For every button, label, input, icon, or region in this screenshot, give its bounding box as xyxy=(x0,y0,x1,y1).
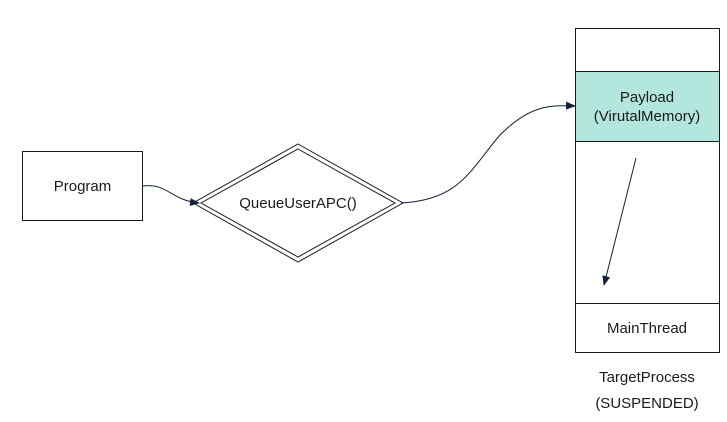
program-node[interactable]: Program xyxy=(22,151,143,221)
target-process-stack[interactable]: Payload (VirutalMemory) MainThread xyxy=(575,28,720,353)
target-process-empty-cell xyxy=(575,141,720,304)
payload-to-thread-arrow xyxy=(602,157,637,286)
queue-user-apc-node[interactable]: QueueUserAPC() xyxy=(191,143,405,263)
queue-user-apc-to-payload-arrow xyxy=(400,101,576,204)
program-to-queue-user-apc-arrow xyxy=(142,185,200,207)
payload-cell[interactable] xyxy=(575,71,720,142)
target-process-caption-line2: (SUSPENDED) xyxy=(595,395,698,412)
target-process-top-cell xyxy=(575,28,720,72)
program-box xyxy=(22,151,143,221)
queue-user-apc-label: QueueUserAPC() xyxy=(239,195,357,212)
main-thread-cell[interactable] xyxy=(575,303,720,353)
queue-user-apc-inner-diamond xyxy=(199,148,397,258)
target-process-caption-line1: TargetProcess xyxy=(599,369,695,386)
program-label: Program xyxy=(54,178,112,195)
payload-label-line1: Payload xyxy=(620,89,674,106)
main-thread-label: MainThread xyxy=(607,320,687,337)
payload-label-line2: (VirutalMemory) xyxy=(594,108,700,125)
